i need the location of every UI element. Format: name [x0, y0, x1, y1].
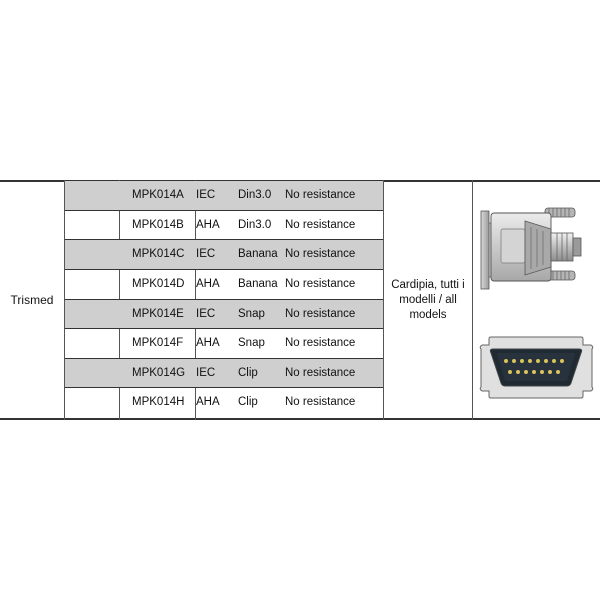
- resistance-type: No resistance: [285, 248, 356, 261]
- resistance-type: No resistance: [285, 366, 356, 379]
- product-code: MPK014A: [132, 189, 184, 201]
- connector-side-view: [480, 207, 582, 290]
- terminal-type: Clip: [238, 396, 258, 409]
- row-divider: [65, 357, 383, 359]
- terminal-type: Snap: [238, 337, 265, 350]
- row-divider: [65, 239, 383, 241]
- resistance-type: No resistance: [285, 396, 356, 409]
- product-code: MPK014C: [132, 248, 185, 261]
- table-bottom-border: [0, 418, 600, 420]
- table-row: MPK014B AHA Din3.0 No resistance: [65, 211, 383, 241]
- table-row: MPK014C IEC Banana No resistance: [65, 240, 383, 270]
- lead-standard: IEC: [196, 307, 216, 320]
- row-divider: [65, 209, 383, 211]
- lead-standard: AHA: [196, 337, 220, 350]
- resistance-type: No resistance: [285, 307, 356, 320]
- lead-standard: AHA: [196, 218, 220, 231]
- lead-standard: IEC: [196, 366, 216, 379]
- lead-standard: IEC: [196, 248, 216, 261]
- row-divider: [65, 328, 383, 330]
- product-code: MPK014G: [132, 366, 186, 379]
- table-row: MPK014D AHA Banana No resistance: [65, 270, 383, 300]
- table-row: MPK014E IEC Snap No resistance: [65, 299, 383, 330]
- resistance-type: No resistance: [285, 218, 356, 231]
- product-code: MPK014H: [132, 396, 185, 409]
- compatibility-text: Cardipia, tutti i modelli / all models: [391, 278, 465, 321]
- product-code: MPK014D: [132, 277, 185, 290]
- column-divider: [64, 180, 65, 420]
- db15-connector-front-icon: [479, 336, 594, 399]
- terminal-type: Din3.0: [238, 189, 272, 201]
- table-row: MPK014F AHA Snap No resistance: [65, 329, 383, 359]
- resistance-type: No resistance: [285, 337, 356, 350]
- compatibility-cell: Cardipia, tutti i modelli / all models: [384, 180, 472, 420]
- row-divider: [65, 268, 383, 270]
- column-divider: [383, 180, 384, 420]
- row-divider: [65, 387, 383, 389]
- terminal-type: Din3.0: [238, 218, 272, 231]
- table-row: MPK014G IEC Clip No resistance: [65, 358, 383, 389]
- lead-standard: AHA: [196, 396, 220, 409]
- terminal-type: Clip: [238, 366, 258, 379]
- table-row: MPK014A IEC Din3.0 No resistance: [65, 181, 383, 211]
- column-divider: [472, 180, 473, 420]
- row-divider: [65, 298, 383, 300]
- product-code: MPK014B: [132, 218, 184, 231]
- terminal-type: Banana: [238, 277, 278, 290]
- db15-connector-side-icon: [479, 207, 594, 399]
- connector-images: [473, 181, 600, 418]
- lead-standard: AHA: [196, 277, 220, 290]
- resistance-type: No resistance: [285, 277, 356, 290]
- lead-standard: IEC: [196, 189, 216, 201]
- product-code: MPK014F: [132, 337, 184, 350]
- product-code: MPK014E: [132, 307, 184, 320]
- manufacturer-name: Trismed: [10, 293, 54, 307]
- terminal-type: Snap: [238, 307, 265, 320]
- manufacturer-cell: Trismed: [0, 180, 64, 420]
- table-row: MPK014H AHA Clip No resistance: [65, 388, 383, 417]
- resistance-type: No resistance: [285, 189, 356, 201]
- terminal-type: Banana: [238, 248, 278, 261]
